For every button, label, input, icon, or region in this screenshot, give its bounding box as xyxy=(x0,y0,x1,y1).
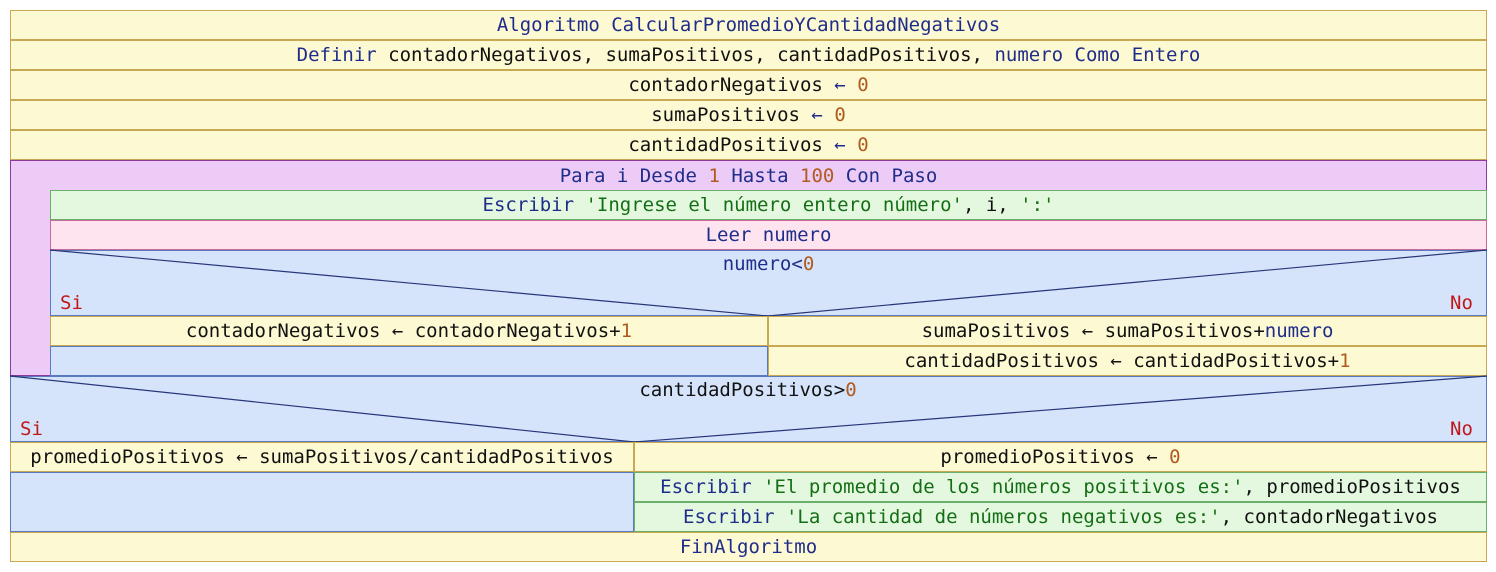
write-string: 'Ingrese el número entero número' xyxy=(585,194,963,216)
loop-to: 100 xyxy=(800,164,835,187)
assign-arrow: ← xyxy=(834,134,846,156)
write-args: , contadorNegativos xyxy=(1220,506,1438,528)
cond1-yes-stmt: contadorNegativos ← contadorNegativos+1 xyxy=(50,316,768,346)
cond1-no-label: No xyxy=(1450,292,1473,314)
cond2-yes-label: Si xyxy=(20,418,43,440)
cond1-yes-text: contadorNegativos ← contadorNegativos+ xyxy=(185,320,621,342)
assign-contador-negativos: contadorNegativos ← 0 xyxy=(10,70,1487,100)
cond1-yes-value: 1 xyxy=(620,320,633,342)
cond1-no-stmt1: sumaPositivos ← sumaPositivos+numero xyxy=(768,316,1487,346)
cond1-expression: numero<0 xyxy=(0,253,1496,275)
cond2-yes-text: promedioPositivos ← sumaPositivos/cantid… xyxy=(30,446,614,468)
loop-kw3: Con Paso xyxy=(845,164,938,187)
loop-kw1: Para i Desde xyxy=(559,164,697,187)
define-keyword: Definir xyxy=(296,44,377,66)
assign-var: contadorNegativos xyxy=(628,74,823,96)
assign-var: cantidadPositivos xyxy=(628,134,823,156)
fin-algoritmo: FinAlgoritmo xyxy=(679,536,818,558)
assign-value: 0 xyxy=(857,74,869,96)
cond2-expression: cantidadPositivos>0 xyxy=(0,379,1496,401)
assign-var: sumaPositivos xyxy=(651,104,800,126)
define-type: Como Entero xyxy=(1074,44,1201,66)
write-string: 'El promedio de los números positivos es… xyxy=(763,476,1244,498)
write-args: , i, xyxy=(962,194,1021,216)
if-cantidad-positive xyxy=(10,376,1487,442)
write-string-colon: ':' xyxy=(1020,194,1055,216)
for-loop-header: Para i Desde 1 Hasta 100 Con Paso xyxy=(10,160,1487,190)
cond1-no-stmt2: cantidadPositivos ← cantidadPositivos+1 xyxy=(768,346,1487,376)
cond2-no-label: No xyxy=(1450,418,1473,440)
loop-kw2: Hasta xyxy=(731,164,789,187)
cond2-yes-stmt: promedioPositivos ← sumaPositivos/cantid… xyxy=(10,442,634,472)
read-text: Leer numero xyxy=(705,224,832,246)
write-keyword: Escribir xyxy=(660,476,752,498)
cond2-no1-text: promedioPositivos ← xyxy=(940,446,1170,468)
cond1-no2-text: cantidadPositivos ← cantidadPositivos+ xyxy=(904,350,1340,372)
write-args: , promedioPositivos xyxy=(1243,476,1461,498)
algorithm-header: Algoritmo CalcularPromedioYCantidadNegat… xyxy=(10,10,1487,40)
assign-arrow: ← xyxy=(811,104,823,126)
algorithm-name: CalcularPromedioYCantidadNegativos xyxy=(611,14,1001,36)
algorithm-footer: FinAlgoritmo xyxy=(10,532,1487,562)
cond2-lhs: cantidadPositivos> xyxy=(639,379,846,401)
assign-suma-positivos: sumaPositivos ← 0 xyxy=(10,100,1487,130)
cond1-no1-var: numero xyxy=(1264,320,1334,342)
define-var-last: numero xyxy=(994,44,1064,66)
read-numero: Leer numero xyxy=(50,220,1487,250)
write-string: 'La cantidad de números negativos es:' xyxy=(785,506,1221,528)
cond1-yes-empty xyxy=(50,346,768,376)
cond1-yes-label: Si xyxy=(60,292,83,314)
assign-arrow: ← xyxy=(834,74,846,96)
loop-from: 1 xyxy=(708,164,720,187)
assign-cantidad-positivos: cantidadPositivos ← 0 xyxy=(10,130,1487,160)
cond2-yes-empty xyxy=(10,472,634,532)
cond2-no-write1: Escribir 'El promedio de los números pos… xyxy=(634,472,1487,502)
cond2-no-write2: Escribir 'La cantidad de números negativ… xyxy=(634,502,1487,532)
cond1-no1-text: sumaPositivos ← sumaPositivos+ xyxy=(921,320,1265,342)
cond1-no2-value: 1 xyxy=(1339,350,1351,372)
cond2-no1-value: 0 xyxy=(1169,446,1181,468)
if-numero-negative xyxy=(50,250,1487,316)
define-vars: contadorNegativos, sumaPositivos, cantid… xyxy=(388,44,983,66)
cond1-value: 0 xyxy=(802,253,815,275)
define-statement: Definir contadorNegativos, sumaPositivos… xyxy=(10,40,1487,70)
cond2-no-stmt1: promedioPositivos ← 0 xyxy=(634,442,1487,472)
write-keyword: Escribir xyxy=(683,506,775,528)
assign-value: 0 xyxy=(834,104,846,126)
write-keyword: Escribir xyxy=(482,194,575,216)
write-prompt: Escribir 'Ingrese el número entero númer… xyxy=(50,190,1487,220)
cond1-lhs: numero< xyxy=(722,253,803,275)
assign-value: 0 xyxy=(857,134,869,156)
cond2-value: 0 xyxy=(845,379,857,401)
algorithm-keyword: Algoritmo xyxy=(496,14,600,36)
